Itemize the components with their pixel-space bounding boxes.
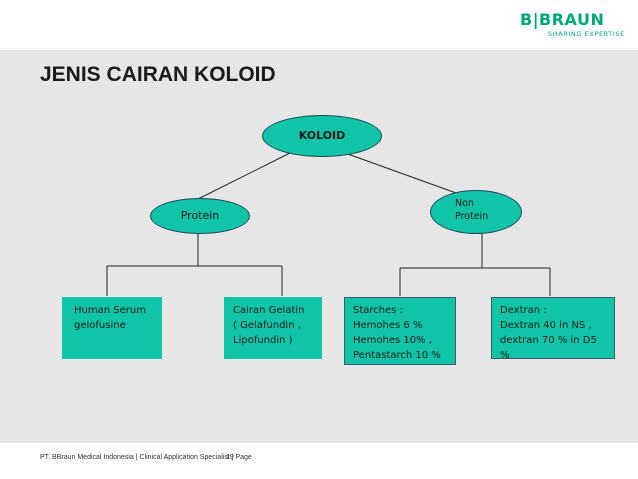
footer-page-number: 19 <box>226 454 234 461</box>
logo-tagline: SHARING EXPERTISE <box>548 30 625 38</box>
leaf-dextran: Dextran : Dextran 40 in NS , dextran 70 … <box>491 297 615 361</box>
footer-text: PT. BBraun Medical Indonesia | Clinical … <box>40 454 252 461</box>
leaf-cairan-gelatin: Cairan Gelatin ( Gelafundin , Lipofundin… <box>224 297 322 359</box>
bbraun-logo: B|BRAUN SHARING EXPERTISE <box>520 10 630 44</box>
footer-band <box>0 443 638 479</box>
logo-wordmark: B|BRAUN <box>520 10 605 29</box>
header-band <box>0 0 638 50</box>
node-non-protein-label: Non Protein <box>455 198 489 222</box>
page-title: JENIS CAIRAN KOLOID <box>40 63 276 86</box>
node-non-protein: Non Protein <box>430 190 522 234</box>
footer-company: PT. BBraun Medical Indonesia | Clinical … <box>40 454 252 461</box>
slide-body <box>0 50 638 443</box>
leaf-human-serum: Human Serum gelofusine <box>62 297 162 359</box>
node-protein-label: Protein <box>180 209 220 222</box>
leaf-starches: Starches : Hemohes 6 % Hemohes 10% , Pen… <box>344 297 456 365</box>
node-koloid: KOLOID <box>262 115 382 157</box>
node-koloid-label: KOLOID <box>298 129 346 142</box>
node-protein: Protein <box>150 198 250 234</box>
